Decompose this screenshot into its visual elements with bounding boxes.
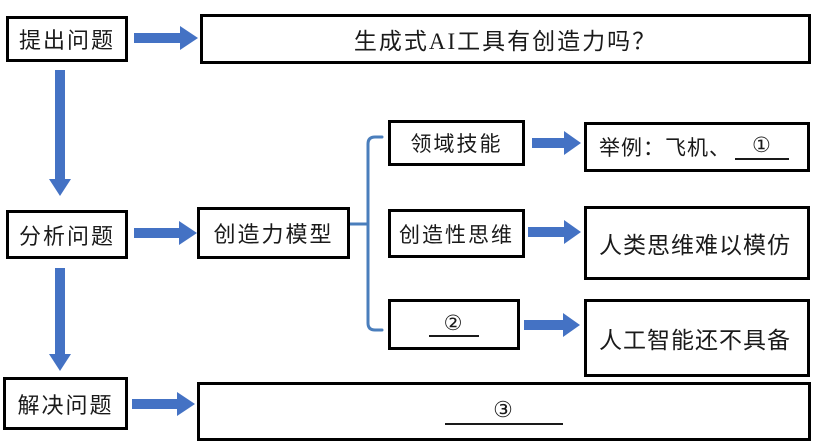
branch1-result-box: 举例：飞机、① [584,122,810,172]
stage3-label: 解决问题 [17,392,114,418]
stage2-box: 分析问题 [6,210,128,259]
solution-box: ③ [197,382,811,441]
branch2-box: 创造性思维 [388,209,525,258]
branch2-result-box: 人类思维难以模仿 [584,206,810,280]
branch2-label: 创造性思维 [399,222,514,247]
question-text: 生成式AI工具有创造力吗？ [353,29,658,54]
stage2-label: 分析问题 [18,223,115,249]
arrow-stage2-to-model [134,221,197,245]
stage1-box: 提出问题 [6,16,128,62]
model-label: 创造力模型 [213,222,334,247]
blank-1: ① [735,134,789,160]
stage3-box: 解决问题 [3,377,128,430]
question-box: 生成式AI工具有创造力吗？ [200,14,811,64]
branch3-result-text: 人工智能还不具备 [599,328,791,353]
branch1-box: 领域技能 [388,120,525,166]
arrow-stage2-down [49,268,71,371]
arrow-stage1-to-question [134,26,198,50]
blank-2: ② [428,312,480,338]
branch3-box: ② [388,299,520,350]
arrow-branch1-to-result [532,131,581,155]
arrow-stage3-to-solution [132,392,195,416]
model-box: 创造力模型 [197,207,350,259]
branch1-result-prefix: 举例：飞机、 [599,136,731,160]
arrow-branch3-to-result [524,313,580,337]
branch-bracket [366,135,384,332]
arrow-stage1-down [49,70,71,196]
stage1-label: 提出问题 [18,28,115,53]
arrow-branch2-to-result [528,220,581,244]
branch3-result-box: 人工智能还不具备 [584,299,810,377]
branch2-result-text: 人类思维难以模仿 [599,233,791,258]
branch1-label: 领域技能 [410,132,503,156]
blank-3: ③ [445,398,563,425]
